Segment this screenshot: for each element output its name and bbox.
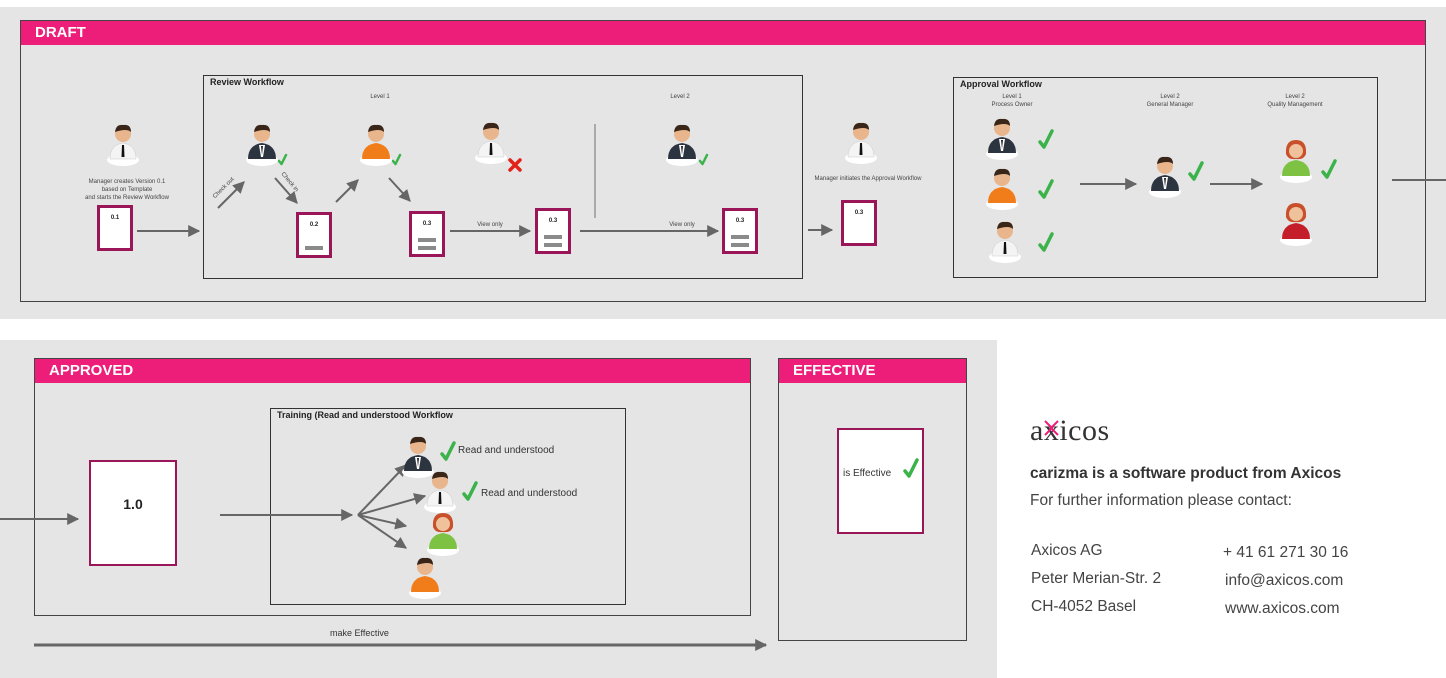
doc-line [418,246,436,250]
arrow [357,464,407,516]
quality-manager-1-person-icon [1280,140,1312,183]
trainee3-person-icon [427,513,459,556]
manager-person-icon [106,124,140,167]
process-owner-2-person-icon [986,168,1018,210]
arrow [335,179,359,203]
trainee4-person-icon [409,557,441,599]
arrow [357,493,427,516]
process-owner-1-person-icon [986,118,1018,160]
manager-caption: Manager creates Version 0.1 based on Tem… [85,179,169,201]
doc-version: 0.3 [854,210,864,216]
check-icon [462,481,478,501]
process-owner-3-person-icon [988,221,1022,264]
approval-manager-person-icon [844,122,878,165]
doc-line [544,235,562,239]
document-0-2[interactable]: 0.2 [296,212,332,258]
axicos-logo: axicos [1030,414,1110,447]
document-1-0[interactable]: 1.0 [89,460,177,566]
review-workflow-box: Review Workflow [203,75,803,279]
check-icon [440,441,456,461]
doc-line [731,243,749,247]
document-approval[interactable]: 0.3 [841,200,877,246]
general-manager-person-icon [1149,156,1181,198]
trainee2-person-icon [423,471,457,514]
document-0-1[interactable]: 0.1 [97,205,133,251]
check-icon [903,458,919,478]
review-level1-label: Level 1 [370,94,390,100]
check-icon [1038,179,1054,199]
website-link[interactable]: www.axicos.com [1225,600,1340,617]
is-effective-label: is Effective [843,468,892,479]
read-understood-label-2: Read and understood [481,488,578,499]
view-only-label-2: View only [669,222,695,228]
arrow [388,177,411,202]
doc-version: 0.3 [548,218,558,224]
read-understood-label-1: Read and understood [458,445,555,456]
doc-line [731,235,749,239]
check-icon [1188,161,1204,181]
doc-line [305,246,323,250]
training-workflow-title: Training (Read and understood Workflow [277,410,453,420]
address-line-1: Axicos AG [1031,542,1103,559]
email-address[interactable]: info@axicos.com [1225,572,1344,589]
approval-workflow-box: Approval Workflow [953,77,1378,278]
check-icon [698,153,709,166]
draft-stage: DRAFT [20,20,1426,302]
effective-stage: EFFECTIVE [778,358,967,641]
document-effective[interactable]: is Effective [837,428,924,534]
address-line-2: Peter Merian-Str. 2 [1031,570,1162,587]
check-icon [391,153,402,166]
doc-version-large: 1.0 [123,496,143,512]
approval-workflow-title: Approval Workflow [960,79,1042,89]
check-icon [1038,129,1054,149]
doc-version: 0.1 [110,215,120,221]
draft-title: DRAFT [21,21,1425,45]
logo-mark-icon [1044,420,1059,436]
doc-line [544,243,562,247]
reviewer4-person-icon [666,124,698,166]
make-effective-label: make Effective [330,628,389,638]
check-icon [1038,232,1054,252]
review-workflow-title: Review Workflow [210,77,284,87]
document-0-3-b[interactable]: 0.3 [535,208,571,254]
reviewer1-person-icon [246,124,278,166]
effective-title: EFFECTIVE [779,359,966,383]
doc-line [418,238,436,242]
arrow [217,181,245,209]
arrow [357,514,407,549]
quality-manager-2-person-icon [1280,203,1312,246]
address-line-3: CH-4052 Basel [1031,598,1137,615]
review-level2-label: Level 2 [670,94,690,100]
trainee1-person-icon [402,436,434,478]
check-icon [1321,159,1337,179]
doc-version: 0.2 [309,222,319,228]
document-0-3-c[interactable]: 0.3 [722,208,758,254]
contact-line: For further information please contact: [1030,492,1292,509]
draft-panel [0,7,1446,319]
arrow [357,514,408,530]
check-icon [277,153,288,166]
doc-version: 0.3 [422,221,432,227]
tagline: carizma is a software product from Axico… [1030,465,1342,482]
document-0-3-a[interactable]: 0.3 [409,211,445,257]
approved-title: APPROVED [35,359,750,383]
training-workflow-box: Training (Read and understood Workflow [270,408,626,605]
doc-version: 0.3 [735,218,745,224]
manager-initiates-caption: Manager initiates the Approval Workflow [814,176,922,182]
view-only-label-1: View only [477,222,503,228]
reviewer2-person-icon [360,124,392,166]
reviewer3-person-icon [474,122,508,165]
phone-number: + 41 61 271 30 16 [1223,544,1349,561]
level-divider [594,124,596,218]
arrow [274,177,298,204]
approved-stage: APPROVED [34,358,751,616]
reject-icon [508,158,522,172]
